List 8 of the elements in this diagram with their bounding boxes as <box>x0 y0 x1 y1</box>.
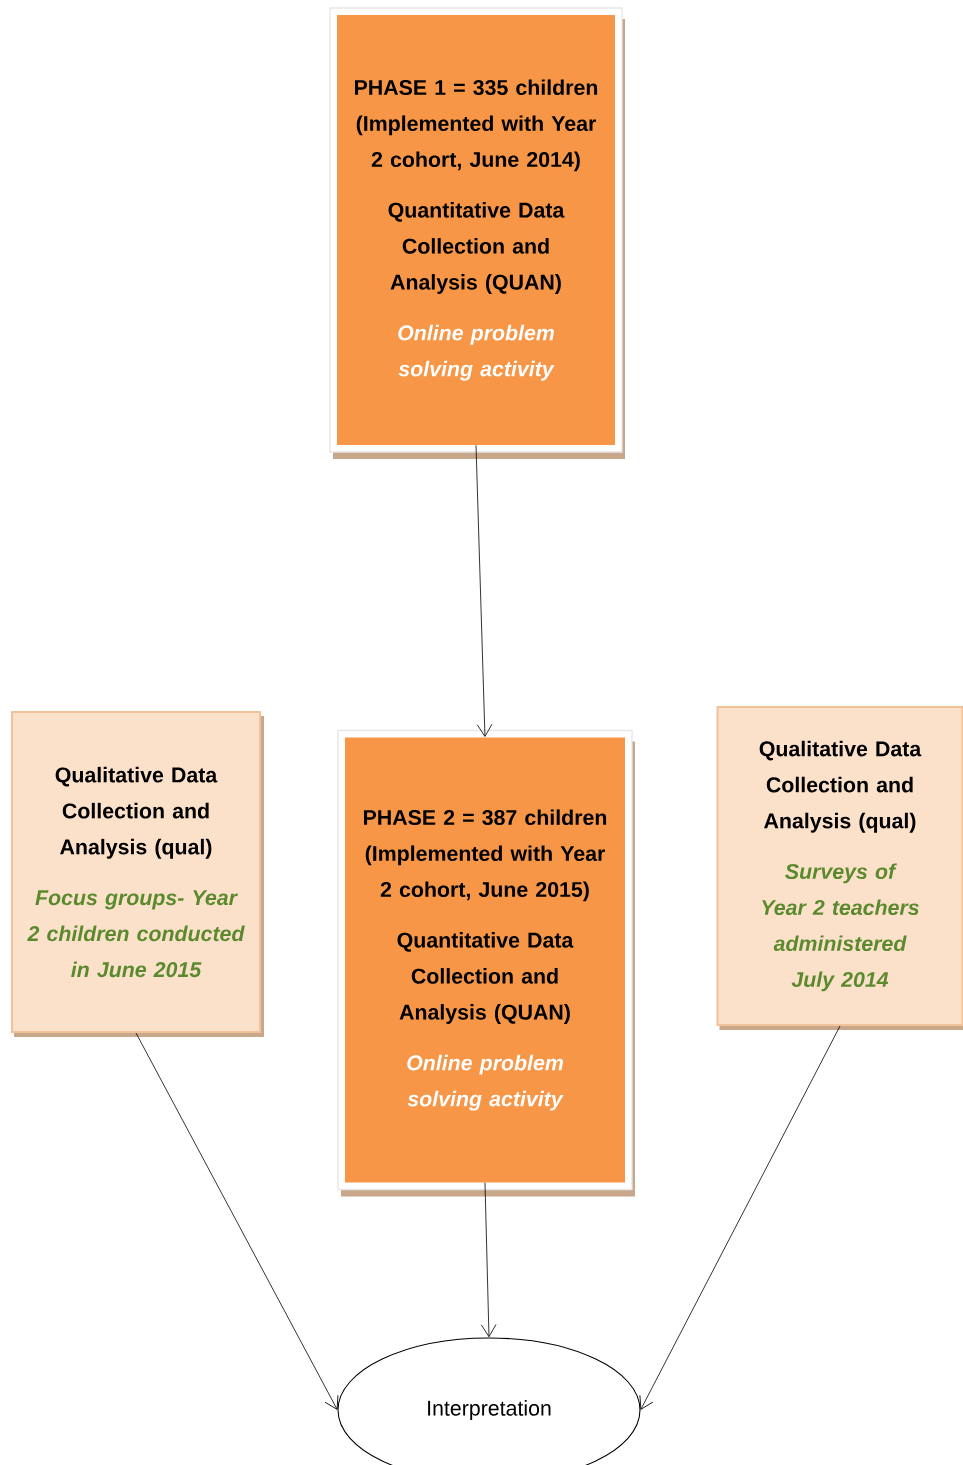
arrow <box>475 444 493 737</box>
process-box: PHASE 1 = 335 children (Implemented with Year 2 cohort, June 2014) Quantitative Data Collection and Analysis (QUAN) Online problem solving activity <box>329 7 625 459</box>
process-box: PHASE 2 = 387 children (Implemented with Year 2 cohort, June 2015) Quantitative Data Collection and Analysis (QUAN) Online problem solving activity <box>337 729 635 1197</box>
arrow <box>480 1182 497 1338</box>
arrow <box>135 1032 339 1410</box>
arrow <box>639 1025 841 1410</box>
process-box: Qualitative Data Collection and Analysis (qual) Surveys of Year 2 teachers administered July 2014 <box>716 706 963 1030</box>
process-box: Qualitative Data Collection and Analysis (qual) Focus groups- Year 2 children conducted in June 2015 <box>11 711 264 1037</box>
